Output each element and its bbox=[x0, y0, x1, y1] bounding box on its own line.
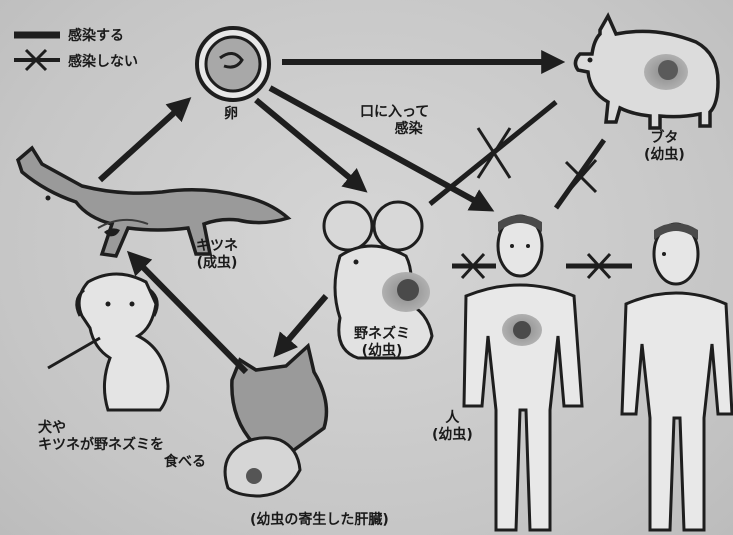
arrow-egg-to-mouse bbox=[254, 97, 368, 193]
arrow-mouse-to-fox-eating bbox=[273, 294, 329, 358]
egg-label: 卵 bbox=[224, 106, 238, 122]
egg-icon bbox=[195, 26, 271, 102]
pig-label-line-2: (幼虫) bbox=[644, 146, 685, 163]
mouse-icon bbox=[322, 200, 434, 360]
legend-no-infect-swatch bbox=[14, 48, 60, 72]
pig-icon bbox=[573, 12, 720, 130]
arrow-fox-eating-to-fox bbox=[126, 250, 249, 375]
human-icon bbox=[620, 222, 733, 532]
fox-label: キツネ (成虫) bbox=[196, 238, 238, 272]
fox-label-line-1: キツネ bbox=[196, 238, 238, 254]
legend: 感染する 感染しない bbox=[12, 24, 138, 72]
human-label: 人 (幼虫) bbox=[432, 410, 473, 444]
human-label-line-1: 人 bbox=[445, 410, 460, 426]
legend-no-infect-label: 感染しない bbox=[68, 54, 138, 70]
mouth-infection-line-1: 口に入って bbox=[360, 104, 430, 120]
legend-item-infect: 感染する bbox=[12, 24, 138, 46]
human-infected-icon bbox=[462, 214, 584, 532]
dog-icon bbox=[47, 272, 170, 412]
no-infect-human-to-human bbox=[566, 252, 632, 280]
mouse-label: 野ネズミ (幼虫) bbox=[354, 326, 410, 360]
no-infect-human-to-pig bbox=[553, 138, 607, 210]
mouse-label-line-2: (幼虫) bbox=[361, 342, 403, 359]
eating-line-3: 食べる bbox=[164, 453, 206, 470]
eating-line-2: キツネが野ネズミを bbox=[38, 436, 164, 453]
no-infect-mouse-to-pig bbox=[428, 100, 558, 206]
mouth-infection-line-2: 感染 bbox=[394, 120, 423, 137]
eating-caption: 犬や キツネが野ネズミを 食べる bbox=[38, 420, 206, 470]
pig-label-line-1: ブタ bbox=[650, 130, 679, 146]
pig-label: ブタ (幼虫) bbox=[644, 130, 685, 164]
arrow-fox-to-egg bbox=[97, 97, 192, 183]
eating-line-1: 犬や bbox=[38, 420, 66, 436]
mouse-label-line-1: 野ネズミ bbox=[354, 326, 410, 342]
legend-item-no-infect: 感染しない bbox=[12, 50, 138, 72]
fox-label-line-2: (成虫) bbox=[196, 254, 238, 271]
fox-adult-icon bbox=[15, 145, 292, 258]
human-label-line-2: (幼虫) bbox=[432, 426, 473, 443]
mouth-infection-label: 口に入って 感染 bbox=[360, 104, 429, 138]
fox-eating-icon bbox=[223, 342, 329, 498]
legend-infect-label: 感染する bbox=[68, 28, 124, 44]
liver-label: (幼虫の寄生した肝臓) bbox=[250, 512, 389, 528]
no-infect-mouse-to-human bbox=[452, 252, 496, 280]
